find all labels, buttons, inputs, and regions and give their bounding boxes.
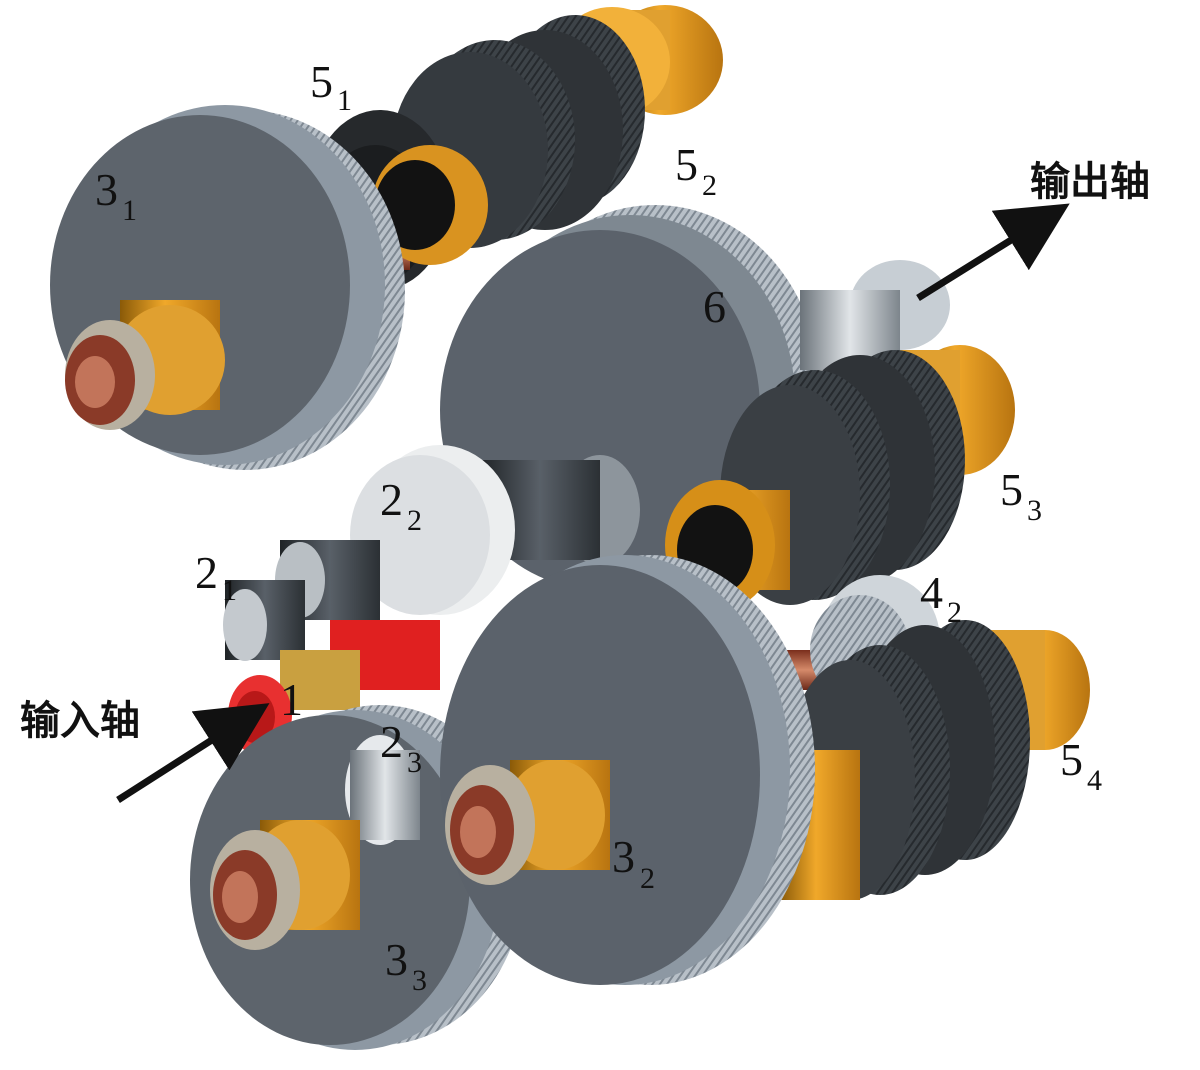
gear-2-2-label: 2 2: [380, 474, 422, 537]
svg-text:5: 5: [1060, 734, 1083, 785]
svg-text:5: 5: [1000, 464, 1023, 515]
svg-text:3: 3: [407, 746, 422, 779]
input-shaft-label: 输入轴: [20, 698, 140, 744]
svg-text:1: 1: [122, 194, 137, 227]
svg-text:3: 3: [385, 934, 408, 985]
gear-5-1-label: 5 1: [310, 56, 352, 117]
svg-text:2: 2: [380, 474, 403, 525]
gear-3-2-label: 3 2: [612, 831, 655, 895]
gear-5-3-assembly: [665, 345, 1015, 610]
svg-text:3: 3: [1027, 494, 1042, 527]
svg-text:2: 2: [947, 596, 962, 629]
gear-4-2-label: 4 2: [920, 567, 962, 629]
input-arrow: [116, 703, 270, 803]
svg-text:3: 3: [412, 964, 427, 997]
gear-3-1: [50, 105, 405, 470]
svg-text:1: 1: [222, 574, 237, 607]
svg-text:5: 5: [310, 56, 333, 107]
svg-text:2: 2: [702, 169, 717, 202]
gear-2-3-label: 2 3: [380, 716, 422, 779]
svg-text:1: 1: [337, 84, 352, 117]
gear-6-label: 6: [703, 281, 726, 332]
pinion-cluster-2: [223, 445, 640, 661]
svg-text:2: 2: [640, 862, 655, 895]
svg-text:4: 4: [920, 567, 943, 618]
output-arrow: [916, 203, 1070, 301]
gear-3-1-label: 3 1: [95, 164, 137, 227]
gear-2-1-label: 2 1: [195, 547, 237, 607]
svg-text:4: 4: [1087, 764, 1102, 797]
svg-text:2: 2: [380, 716, 403, 767]
svg-text:3: 3: [612, 831, 635, 882]
gear-5-2-label: 5 2: [675, 139, 717, 202]
gear-5-3-label: 5 3: [1000, 464, 1042, 527]
gear-3-3-label: 3 3: [385, 934, 427, 997]
gear-3-2: [440, 555, 815, 985]
svg-text:3: 3: [95, 164, 118, 215]
gear-5-4-assembly: [780, 620, 1090, 900]
gear-5-4-label: 5 4: [1060, 734, 1102, 797]
svg-text:2: 2: [195, 547, 218, 598]
svg-text:2: 2: [407, 504, 422, 537]
gear-1-label: 1: [280, 674, 303, 725]
output-shaft-label: 输出轴: [1030, 159, 1150, 205]
svg-text:5: 5: [675, 139, 698, 190]
